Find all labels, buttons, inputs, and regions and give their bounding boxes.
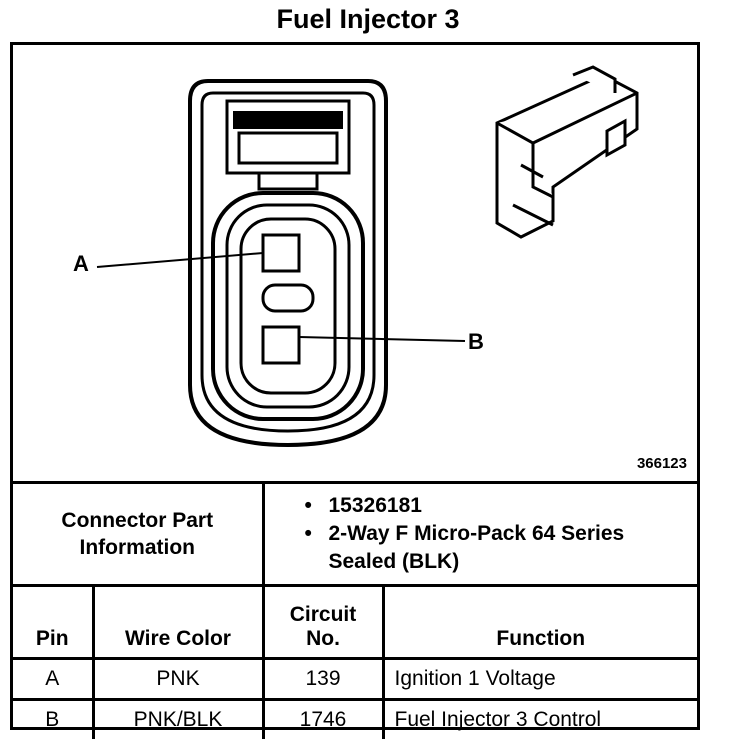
page-title: Fuel Injector 3 [276,4,460,34]
connector-info-details: 15326181 2-Way F Micro-Pack 64 Series Se… [261,481,698,587]
pin-cell: B [13,698,95,739]
latch-bar [233,111,343,129]
cavity-key [261,283,315,313]
latch-tab [237,131,339,165]
function-cell: Fuel Injector 3 Control [381,698,697,739]
seal-outer [211,191,365,421]
seal-middle [225,203,351,409]
cavity-b [261,325,301,365]
wire-color-cell: PNK/BLK [91,698,265,739]
header-pin: Pin [13,584,95,660]
header-circuit: Circuit No. [261,584,385,660]
pin-cell: A [13,657,95,701]
circuit-cell: 139 [261,657,385,701]
connector-info-label: Connector Part Information [13,481,265,587]
part-number: 15326181 [305,492,698,520]
leader-line-a [96,252,264,268]
cavity-a [261,233,301,273]
housing-inner-outline [200,91,376,433]
pin-a-callout-label: A [73,251,89,276]
pin-b-callout-label: B [468,329,484,354]
connector-face-drawing [96,65,639,448]
table-row: B PNK/BLK 1746 Fuel Injector 3 Control [13,698,697,739]
latch-neck [257,171,319,191]
connector-isometric-view [495,65,639,239]
connector-description: 2-Way F Micro-Pack 64 Series Sealed (BLK… [305,520,698,576]
wire-color-cell: PNK [91,657,265,701]
header-wire-color: Wire Color [91,584,265,660]
connector-figure: A B 366123 [13,45,697,481]
leader-line-b [298,336,466,342]
figure-number: 366123 [636,455,687,472]
header-function: Function [381,584,697,660]
table-header-row: Pin Wire Color Circuit No. Function [13,584,697,660]
table-row: A PNK 139 Ignition 1 Voltage [13,657,697,701]
connector-pinout-table: Connector Part Information 15326181 2-Wa… [13,481,697,739]
connector-diagram-frame: A B 366123 Connector Part Information 15… [10,42,700,739]
function-cell: Ignition 1 Voltage [381,657,697,701]
circuit-cell: 1746 [261,698,385,739]
seal-inner [239,217,337,395]
